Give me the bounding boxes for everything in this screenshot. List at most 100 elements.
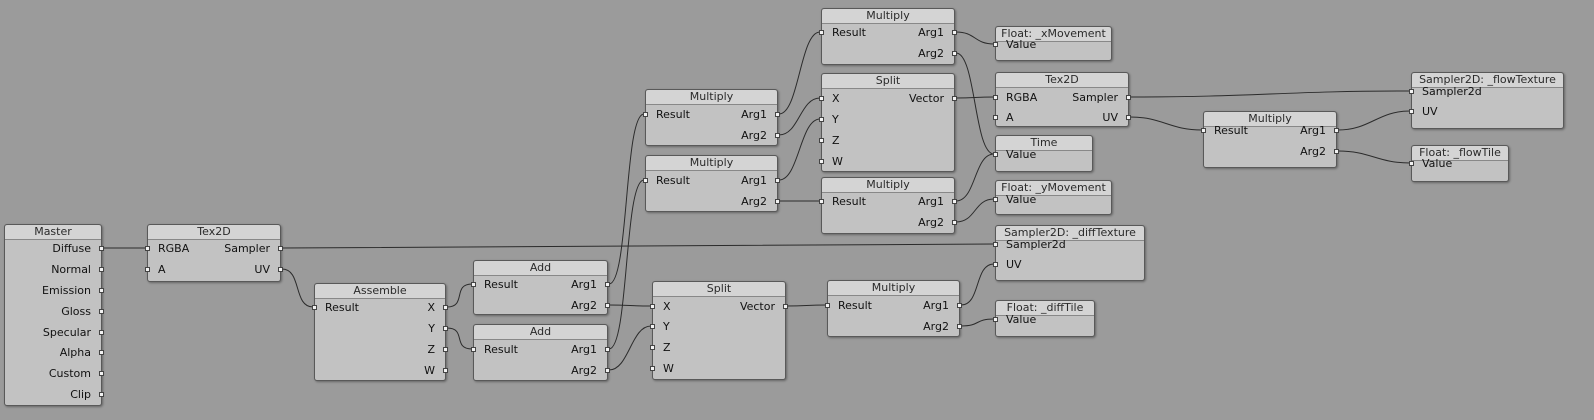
output-connector-diffuse[interactable] <box>99 246 104 251</box>
input-port-label-result: Result <box>484 343 518 356</box>
input-connector-w[interactable] <box>650 366 655 371</box>
wire-multiply-d-to-sampler-diff <box>960 263 995 306</box>
input-connector-uv[interactable] <box>1409 109 1414 114</box>
output-connector-uv[interactable] <box>1126 115 1131 120</box>
node-title: Time <box>996 136 1092 151</box>
output-connector-vector[interactable] <box>783 304 788 309</box>
input-connector-result[interactable] <box>471 347 476 352</box>
output-connector-sampler[interactable] <box>1126 95 1131 100</box>
input-connector-uv[interactable] <box>993 262 998 267</box>
input-connector-result[interactable] <box>643 178 648 183</box>
input-connector-result[interactable] <box>643 112 648 117</box>
input-port-label-w: W <box>663 362 674 375</box>
output-connector-arg2[interactable] <box>952 220 957 225</box>
input-connector-value[interactable] <box>993 152 998 157</box>
input-connector-sampler2d[interactable] <box>1409 89 1414 94</box>
output-connector-uv[interactable] <box>278 267 283 272</box>
node-title: Assemble <box>315 284 445 299</box>
output-port-label-arg2: Arg2 <box>741 129 767 142</box>
input-connector-result[interactable] <box>819 30 824 35</box>
input-connector-y[interactable] <box>650 324 655 329</box>
input-connector-result[interactable] <box>312 305 317 310</box>
input-connector-result[interactable] <box>825 303 830 308</box>
output-connector-arg1[interactable] <box>957 303 962 308</box>
output-connector-arg1[interactable] <box>952 199 957 204</box>
input-connector-rgba[interactable] <box>145 246 150 251</box>
output-connector-arg2[interactable] <box>605 303 610 308</box>
input-connector-result[interactable] <box>819 199 824 204</box>
output-connector-clip[interactable] <box>99 392 104 397</box>
output-connector-arg1[interactable] <box>605 347 610 352</box>
input-connector-rgba[interactable] <box>993 95 998 100</box>
input-port-label-result: Result <box>656 174 690 187</box>
output-connector-arg2[interactable] <box>952 51 957 56</box>
input-connector-value[interactable] <box>993 317 998 322</box>
output-connector-emission[interactable] <box>99 288 104 293</box>
output-connector-arg1[interactable] <box>952 30 957 35</box>
output-connector-arg1[interactable] <box>1334 128 1339 133</box>
output-port-label-alpha: Alpha <box>59 346 91 359</box>
input-connector-sampler2d[interactable] <box>993 242 998 247</box>
input-connector-y[interactable] <box>819 117 824 122</box>
output-connector-arg2[interactable] <box>775 199 780 204</box>
output-connector-w[interactable] <box>443 368 448 373</box>
output-connector-gloss[interactable] <box>99 309 104 314</box>
input-port-label-result: Result <box>838 299 872 312</box>
output-connector-arg2[interactable] <box>1334 149 1339 154</box>
input-connector-result[interactable] <box>471 282 476 287</box>
output-connector-arg2[interactable] <box>605 368 610 373</box>
input-connector-z[interactable] <box>650 345 655 350</box>
input-connector-value[interactable] <box>993 42 998 47</box>
output-connector-sampler[interactable] <box>278 246 283 251</box>
output-connector-vector[interactable] <box>952 96 957 101</box>
output-connector-arg1[interactable] <box>605 282 610 287</box>
output-port-label-custom: Custom <box>48 367 91 380</box>
output-connector-custom[interactable] <box>99 371 104 376</box>
output-connector-arg1[interactable] <box>775 112 780 117</box>
input-connector-w[interactable] <box>819 159 824 164</box>
input-connector-a[interactable] <box>993 115 998 120</box>
output-connector-specular[interactable] <box>99 330 104 335</box>
wire-multiply-top-to-float-xmove <box>955 31 995 45</box>
input-connector-value[interactable] <box>993 197 998 202</box>
output-port-label-diffuse: Diffuse <box>52 242 91 255</box>
input-connector-x[interactable] <box>650 304 655 309</box>
output-connector-z[interactable] <box>443 347 448 352</box>
input-connector-x[interactable] <box>819 96 824 101</box>
wire-tex2d-a-to-assemble <box>281 268 314 308</box>
input-connector-result[interactable] <box>1201 128 1206 133</box>
input-connector-value[interactable] <box>1409 161 1414 166</box>
input-port-label-rgba: RGBA <box>1006 91 1038 104</box>
input-connector-a[interactable] <box>145 267 150 272</box>
output-connector-normal[interactable] <box>99 267 104 272</box>
input-connector-z[interactable] <box>819 138 824 143</box>
output-connector-arg2[interactable] <box>775 133 780 138</box>
output-connector-alpha[interactable] <box>99 350 104 355</box>
output-connector-x[interactable] <box>443 305 448 310</box>
output-connector-arg2[interactable] <box>957 324 962 329</box>
output-connector-y[interactable] <box>443 326 448 331</box>
output-connector-arg1[interactable] <box>775 178 780 183</box>
